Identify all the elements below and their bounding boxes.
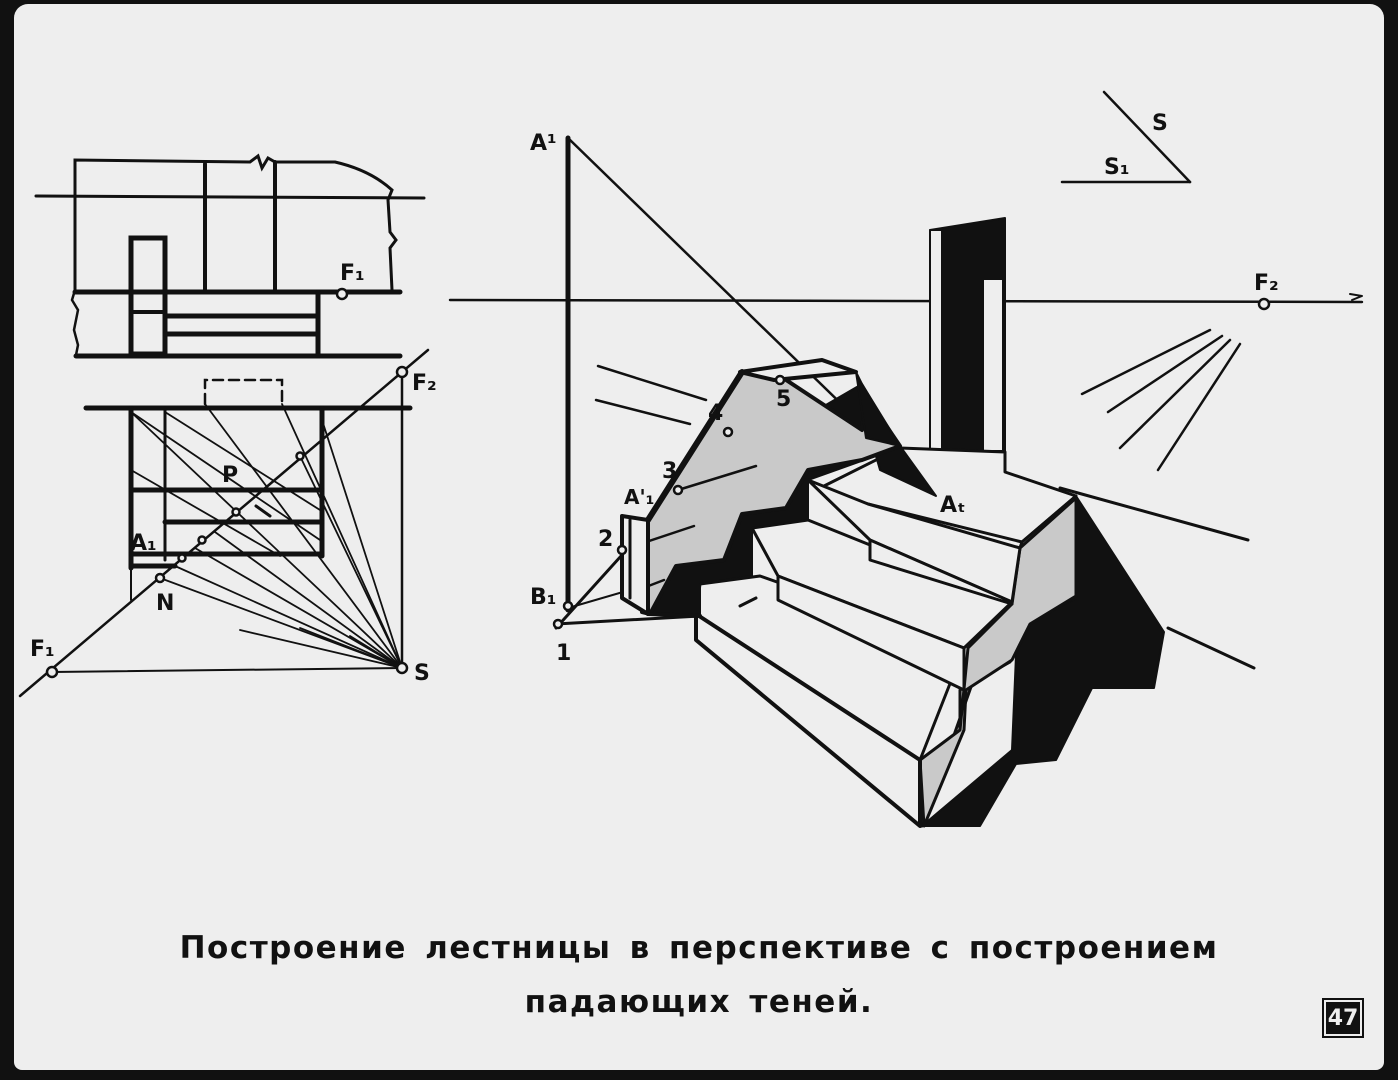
- door-frame-face: [929, 229, 943, 455]
- label-b1: B₁: [530, 585, 556, 610]
- label-a1-plan: A₁: [130, 531, 157, 556]
- label-point-3: 3: [662, 459, 677, 484]
- caption-line-1: Построение лестницы в перспективе с пост…: [179, 930, 1219, 966]
- cast-shadow-right: [921, 495, 1165, 827]
- slide: F₁ F₂ P A₁ N F₁ S A¹ A'₁ B₁ Aₜ F₂ 1 2 3 …: [14, 4, 1384, 1070]
- label-point-1: 1: [556, 641, 571, 666]
- label-legend-s: S: [1152, 111, 1168, 136]
- balustrade-end: [855, 371, 901, 447]
- plan-points: [45, 287, 409, 679]
- stair-right-face-main: [918, 496, 1078, 828]
- label-s-plan: S: [414, 661, 430, 686]
- staircase-perspective-diagram: F₁ F₂ P A₁ N F₁ S A¹ A'₁ B₁ Aₜ F₂ 1 2 3 …: [18, 90, 1364, 828]
- balustrade-top: [738, 358, 858, 382]
- legend-labels: S S₁: [1104, 111, 1168, 180]
- elevation-left-break: [70, 288, 80, 357]
- riser-1: [694, 612, 922, 828]
- perspective-rays-left: [594, 364, 708, 426]
- elevation-line-top: [34, 194, 426, 200]
- perspective-labels: A¹ A'₁ B₁ Aₜ F₂ 1 2 3 4 5: [530, 131, 1279, 666]
- label-p: P: [222, 463, 238, 488]
- tread-3: [806, 478, 1022, 604]
- horizon-line: [448, 298, 1364, 304]
- door-opening-light: [984, 280, 1002, 450]
- perspective-drawing: [448, 90, 1364, 828]
- plan-horizontal-f1-s: [51, 667, 403, 673]
- label-point-4: 4: [708, 401, 723, 426]
- horizon-arrow: [1349, 293, 1363, 301]
- label-f1-bottom: F₁: [30, 637, 55, 662]
- ground-line-left: [554, 614, 702, 626]
- light-rays: [1080, 328, 1242, 472]
- label-f2-perspective: F₂: [1254, 271, 1279, 296]
- stair-end-block: [620, 514, 650, 616]
- balustrade-top-edge: [645, 369, 745, 523]
- perspective-points: [552, 297, 1271, 630]
- elevation-door: [128, 235, 168, 357]
- balustrade-ray-3: [676, 464, 758, 492]
- ground-line-right-2: [1166, 626, 1256, 670]
- plan-shadow-rays: [130, 403, 403, 669]
- plan-drawing: [18, 153, 430, 698]
- elevation-outline: [73, 153, 398, 292]
- label-a-prime-1: A'₁: [624, 485, 654, 509]
- label-point-5: 5: [776, 387, 791, 412]
- label-n: N: [156, 591, 174, 616]
- caption-line-2: падающих теней.: [524, 984, 874, 1020]
- stair-base-line: [646, 612, 702, 618]
- plan-labels: F₁ F₂ P A₁ N F₁ S: [30, 261, 437, 686]
- label-point-2: 2: [598, 527, 613, 552]
- label-f1-top: F₁: [340, 261, 365, 286]
- label-legend-s1: S₁: [1104, 155, 1129, 180]
- plan-dashed-rect: [203, 378, 284, 406]
- label-at: Aₜ: [940, 493, 966, 518]
- label-a-prime: A¹: [530, 131, 557, 156]
- plan-arrow: [254, 504, 272, 518]
- riser-3: [868, 538, 1014, 606]
- label-f2-plan: F₂: [412, 371, 437, 396]
- scratch-mark: [738, 596, 758, 608]
- legend-sun-ray: [1102, 90, 1192, 184]
- page-number-badge: 47: [1322, 998, 1364, 1038]
- riser-2: [776, 574, 966, 692]
- ground-line-right-1: [1058, 486, 1250, 542]
